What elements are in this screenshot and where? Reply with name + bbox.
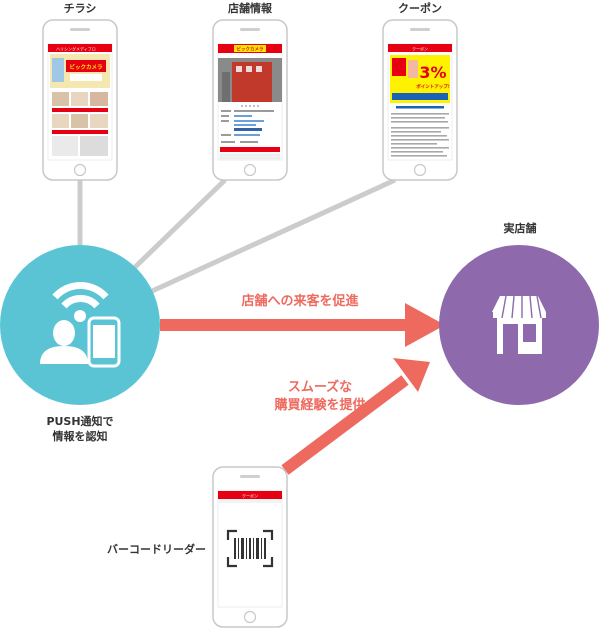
label-smooth-line2: 購買経験を提供	[274, 398, 366, 413]
label-real-store: 実店舗	[503, 222, 537, 235]
label-barcode-reader: バーコードリーダー	[107, 543, 206, 556]
arrow-promote	[160, 303, 445, 347]
wifi-icon	[52, 281, 109, 322]
coupon-sub-text: ポイントアップ!	[416, 83, 450, 90]
person-icon	[40, 320, 88, 364]
store-circle	[439, 245, 599, 405]
label-smooth-line1: スムーズな	[287, 380, 353, 395]
flyer-banner-text: ビックカメラ	[69, 63, 102, 71]
label-push-line2: 情報を認知	[52, 430, 108, 443]
flyer-header-text: ハリシングメディフロ	[56, 46, 96, 52]
label-push: PUSH通知で 情報を認知	[20, 414, 140, 444]
barcode-header-text: クーポン	[242, 493, 258, 499]
store-header-logo: ビックカメラ	[237, 46, 264, 53]
phone-store: ビックカメラ	[212, 19, 288, 181]
barcode-scan-icon	[226, 529, 274, 568]
smartphone-icon	[87, 316, 121, 368]
label-coupon: クーポン	[398, 2, 442, 15]
phone-coupon: クーポン 3% ポイントアップ!	[382, 19, 458, 181]
connector-lines	[77, 177, 397, 295]
phone-barcode: クーポン	[212, 466, 288, 628]
connector-store	[128, 178, 227, 274]
label-promote: 店舗への来客を促進	[241, 294, 359, 309]
connector-coupon	[148, 177, 397, 295]
push-circle	[0, 245, 160, 405]
label-push-line1: PUSH通知で	[46, 415, 114, 428]
arrow-smooth	[281, 358, 430, 475]
label-store-info: 店舗情報	[228, 2, 272, 15]
label-flyer: チラシ	[63, 2, 97, 15]
coupon-header-text: クーポン	[412, 46, 428, 52]
coupon-big-number: 3%	[419, 63, 446, 82]
phone-flyer: ハリシングメディフロ ビックカメラ	[42, 19, 118, 181]
label-smooth: スムーズな 購買経験を提供	[250, 379, 390, 415]
